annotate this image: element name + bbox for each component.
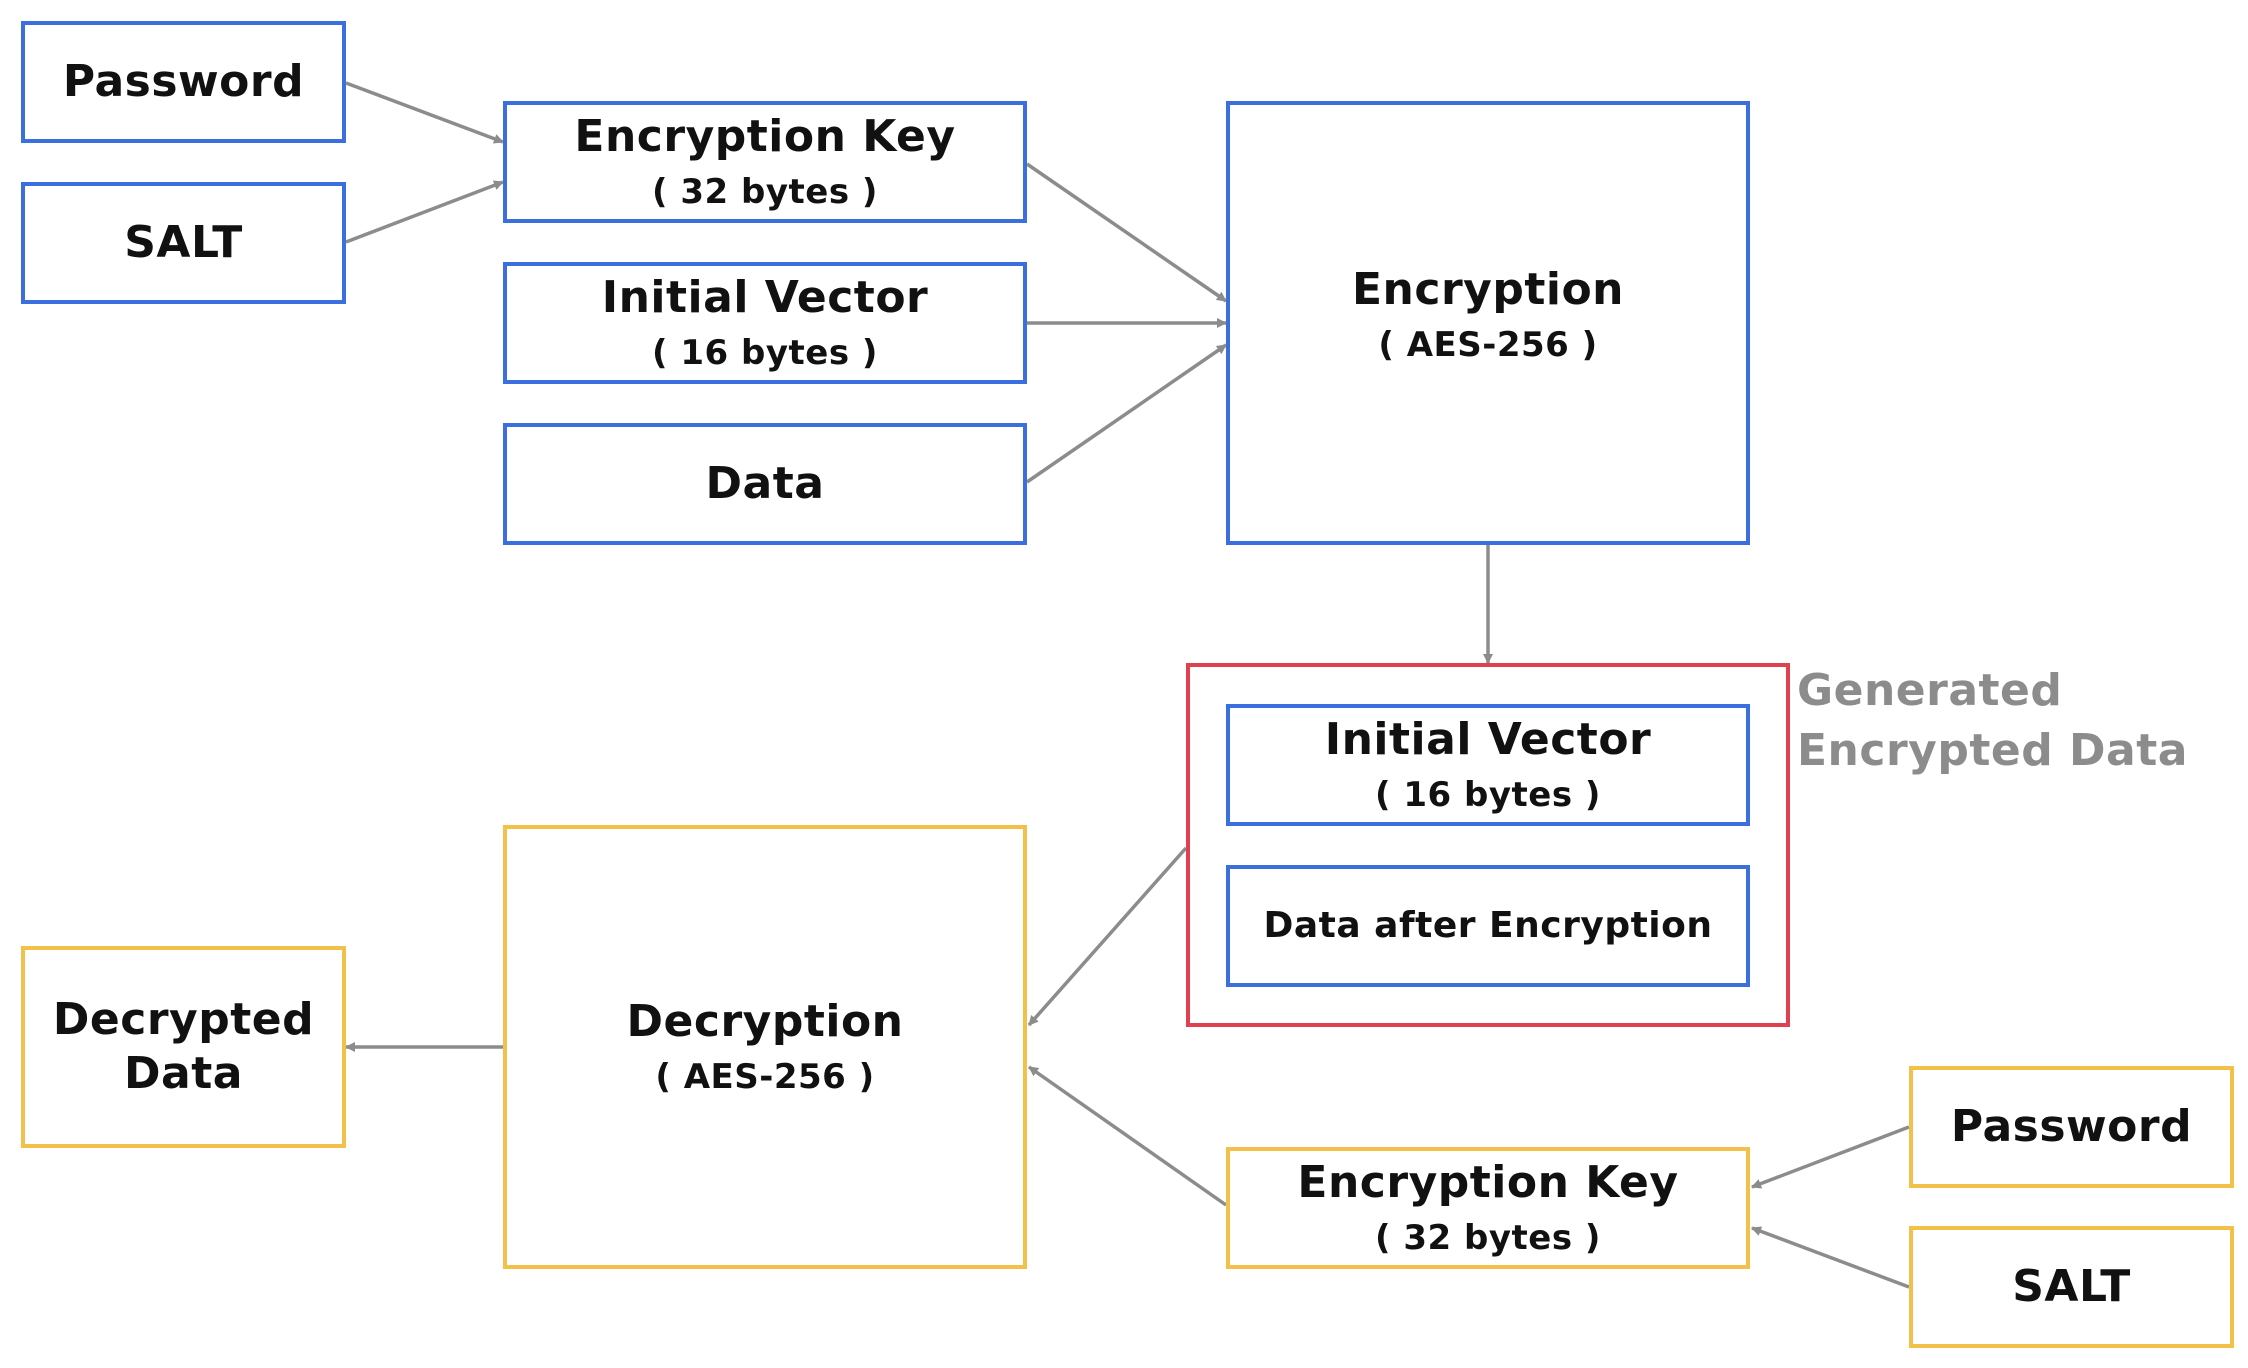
arrow-password-to-key-decrypt (1751, 1125, 1910, 1189)
decryption-password-box: Password (1909, 1066, 2234, 1188)
arrow-salt-to-key-decrypt (1751, 1226, 1910, 1289)
initial-vector-box: Initial Vector ( 16 bytes ) (503, 262, 1027, 384)
data-box: Data (503, 423, 1027, 545)
data-after-encryption-label: Data after Encryption (1263, 905, 1713, 947)
salt-label: SALT (124, 217, 243, 269)
decryption-key-title: Encryption Key (1297, 1157, 1679, 1209)
arrow-password-to-key (345, 81, 504, 144)
decryption-key-box: Encryption Key ( 32 bytes ) (1226, 1147, 1750, 1269)
decrypted-data-line2: Data (124, 1048, 243, 1099)
generated-label-line1: Generated (1797, 665, 2063, 716)
encryption-box: Encryption ( AES-256 ) (1226, 101, 1750, 545)
decryption-box: Decryption ( AES-256 ) (503, 825, 1027, 1269)
decryption-salt-label: SALT (2012, 1261, 2131, 1313)
decryption-algorithm: ( AES-256 ) (655, 1056, 875, 1097)
arrow-key-to-decryption (1027, 1065, 1228, 1207)
decryption-title: Decryption (626, 996, 904, 1048)
generated-initial-vector-box: Initial Vector ( 16 bytes ) (1226, 704, 1750, 826)
password-label: Password (62, 56, 305, 108)
encryption-key-size: ( 32 bytes ) (652, 171, 878, 212)
decrypted-data-line1: Decrypted (52, 994, 315, 1046)
encryption-key-box: Encryption Key ( 32 bytes ) (503, 101, 1027, 223)
arrow-output-to-decryption (1027, 846, 1188, 1027)
encryption-algorithm: ( AES-256 ) (1378, 324, 1598, 365)
encryption-title: Encryption (1351, 264, 1624, 315)
arrow-data-to-encryption (1026, 343, 1227, 484)
arrow-key-to-encryption (1026, 162, 1227, 303)
decrypted-data-box: Decrypted Data (21, 946, 346, 1148)
salt-box: SALT (21, 182, 346, 304)
encryption-key-title: Encryption Key (574, 111, 956, 163)
generated-initial-vector-size: ( 16 bytes ) (1375, 774, 1601, 815)
decryption-key-size: ( 32 bytes ) (1375, 1217, 1601, 1258)
generated-label-line2: Encrypted Data (1797, 725, 2188, 776)
initial-vector-title: Initial Vector (601, 272, 929, 324)
initial-vector-size: ( 16 bytes ) (652, 332, 878, 373)
data-label: Data (705, 458, 825, 510)
data-after-encryption-box: Data after Encryption (1226, 865, 1750, 987)
generated-initial-vector-title: Initial Vector (1324, 714, 1652, 766)
decryption-salt-box: SALT (1909, 1226, 2234, 1348)
decryption-password-label: Password (1950, 1101, 2193, 1153)
password-box: Password (21, 21, 346, 143)
generated-output-box (1186, 663, 1790, 1027)
arrow-salt-to-key (345, 180, 504, 244)
generated-encrypted-data-label: Generated Encrypted Data (1797, 661, 2188, 781)
